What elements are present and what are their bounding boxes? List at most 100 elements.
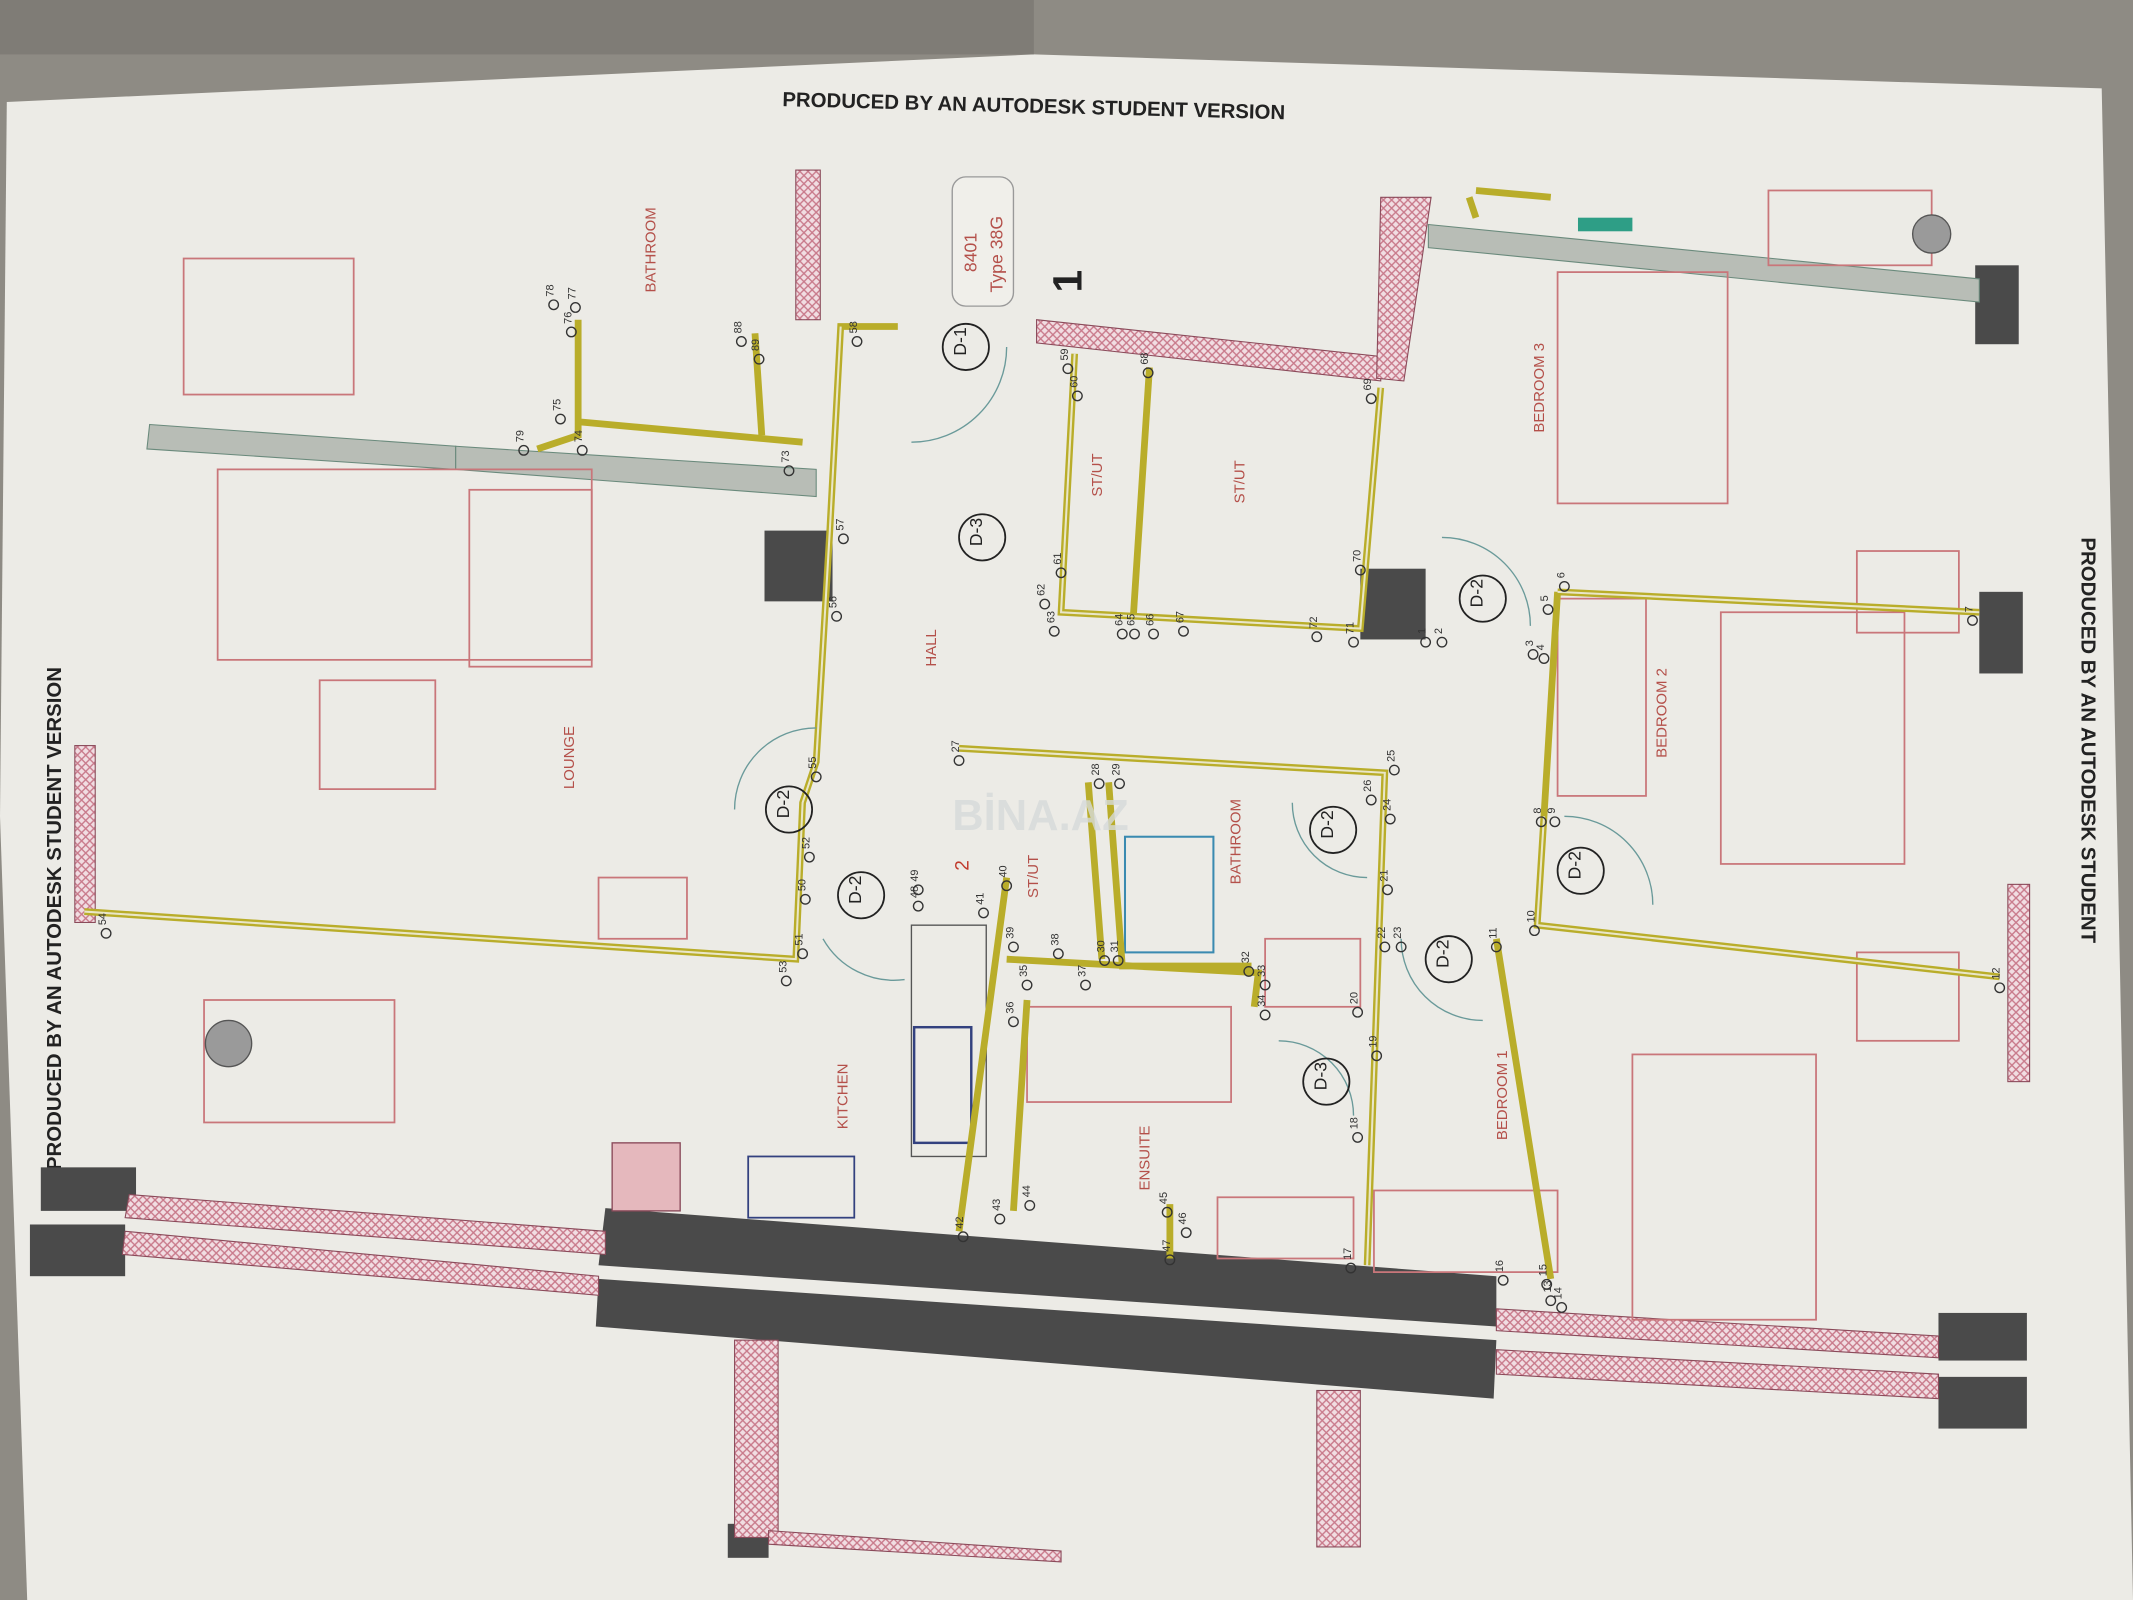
room-label-bedroom3: BEDROOM 3 [1531,343,1548,433]
pipe-point-label: 12 [1991,967,2003,979]
door-tag: D-2 [1565,851,1585,879]
pipe-point-marker [1093,778,1105,790]
pipe-point-marker [1994,982,2006,994]
pipe-point-marker [1259,1009,1271,1021]
walls-dark [29,265,2027,1558]
pipe-point-label: 45 [1158,1192,1170,1204]
pipe-point-marker [1142,367,1154,379]
pipe-point-marker [1080,979,1091,991]
pipe-point-marker [1967,614,1978,626]
pipe-point-label: 34 [1256,995,1268,1007]
pipe-point-label: 24 [1381,799,1393,811]
pipe-point-label: 7 [1963,606,1975,612]
door-tag-circle [941,322,990,371]
pipe-point-marker [1243,965,1255,977]
pipe-point-label: 14 [1553,1287,1565,1299]
pipe-point-marker [837,533,849,545]
pipe-point-marker [518,444,530,456]
pipe-point-marker [1099,955,1111,966]
door-tag: D-2 [1433,939,1453,967]
pipe-point-label: 17 [1342,1248,1354,1260]
pipe-point-marker [810,771,822,783]
door-tag: D-1 [950,327,970,355]
pipe-point-marker [1008,941,1019,953]
pipe-point-marker [753,353,765,365]
pipe-point-marker [1112,955,1124,966]
pipe-point-marker [1558,580,1570,592]
pipe-point-label: 35 [1018,965,1030,977]
pipe-point-label: 88 [732,321,744,333]
room-label-stut-2: ST/UT [1232,460,1249,503]
pipe-point-label: 51 [794,933,806,945]
pipe-point-marker [1395,941,1407,953]
pipe-point-label: 48 [909,886,921,898]
pipe-point-label: 4 [1535,644,1547,650]
pipe-point-label: 38 [1049,933,1061,945]
pipe-point-marker [957,1231,969,1243]
pipe-point-label: 61 [1052,553,1064,565]
pipe-point-label: 15 [1538,1264,1550,1276]
room-label-lounge: LOUNGE [561,726,578,789]
pipe-point-label: 5 [1539,595,1551,601]
pipe-point-marker [1420,636,1432,648]
pipe-point-marker [1545,1295,1557,1307]
unit-type: Type 38G [987,216,1007,293]
door-tag-circle [1309,805,1358,854]
pipe-point-marker [1048,625,1060,637]
pipe-point-label: 62 [1036,584,1048,596]
pipe-point-label: 74 [573,430,585,442]
room-label-stut-3: ST/UT [1025,855,1042,898]
pipe-point-label: 66 [1145,614,1157,626]
door-tag: D-3 [1310,1062,1330,1091]
pipe-point-marker [912,884,924,896]
pipe-point-marker [100,927,112,939]
header-right: PRODUCED BY AN AUTODESK STUDENT [2076,537,2098,943]
pipe-point-marker [1164,1254,1176,1266]
pipe-point-marker [1345,1262,1357,1274]
pipe-point-marker [1365,794,1377,806]
pipe-point-label: 31 [1109,940,1121,952]
pipe-point-marker [1348,636,1359,648]
pipe-point-label: 21 [1379,870,1391,882]
pipe-point-marker [1384,813,1396,825]
pipe-point-marker [803,851,815,863]
paper-sheet [0,54,2133,1600]
pipe-point-marker [1382,884,1393,896]
door-tag-circle [837,871,886,920]
room-label-kitchen: KITCHEN [834,1064,851,1130]
pipe-point-label: 75 [551,399,563,411]
pipe-point-label: 58 [848,321,860,333]
pipe-point-label: 23 [1392,927,1404,939]
room-label-stut-1: ST/UT [1089,453,1106,496]
door-tag: D-2 [773,790,793,818]
pipe-point-marker [1436,636,1448,648]
pipe-point-marker [851,336,863,347]
pipe-point-label: 54 [97,913,109,925]
door-tag-circle [1424,935,1473,984]
pipe-point-marker [1379,941,1391,953]
pipe-point-marker [831,610,843,622]
pipe-point-marker [994,1213,1006,1225]
pipe-point-label: 36 [1004,1001,1016,1013]
pipe-point-marker [735,336,747,347]
pipe-point-marker [576,444,588,456]
unit-tag: 8401 Type 38G 1 [951,176,1090,307]
door-tag-circle [1556,846,1605,895]
pipe-point-marker [1541,1278,1553,1290]
pipe-point-label: 3 [1524,640,1536,646]
pipe-point-label: 78 [545,284,557,296]
pipe-point-marker [1311,631,1323,643]
room-label-bedroom1: BEDROOM 1 [1494,1050,1511,1140]
pipe-point-label: 73 [780,450,792,462]
pipe-point-label: 10 [1525,910,1537,922]
pipe-point-label: 44 [1021,1185,1033,1197]
pipe-point-marker [1024,1200,1036,1211]
pipe-point-label: 39 [1004,927,1016,939]
pipe-point-marker [1527,648,1539,660]
kitchen-appliances [611,217,1633,1219]
pipe-point-marker [1148,628,1160,640]
pipe-point-marker [1129,628,1140,640]
pipe-point-label: 19 [1368,1036,1380,1048]
pipe-point-marker [1497,1274,1509,1286]
